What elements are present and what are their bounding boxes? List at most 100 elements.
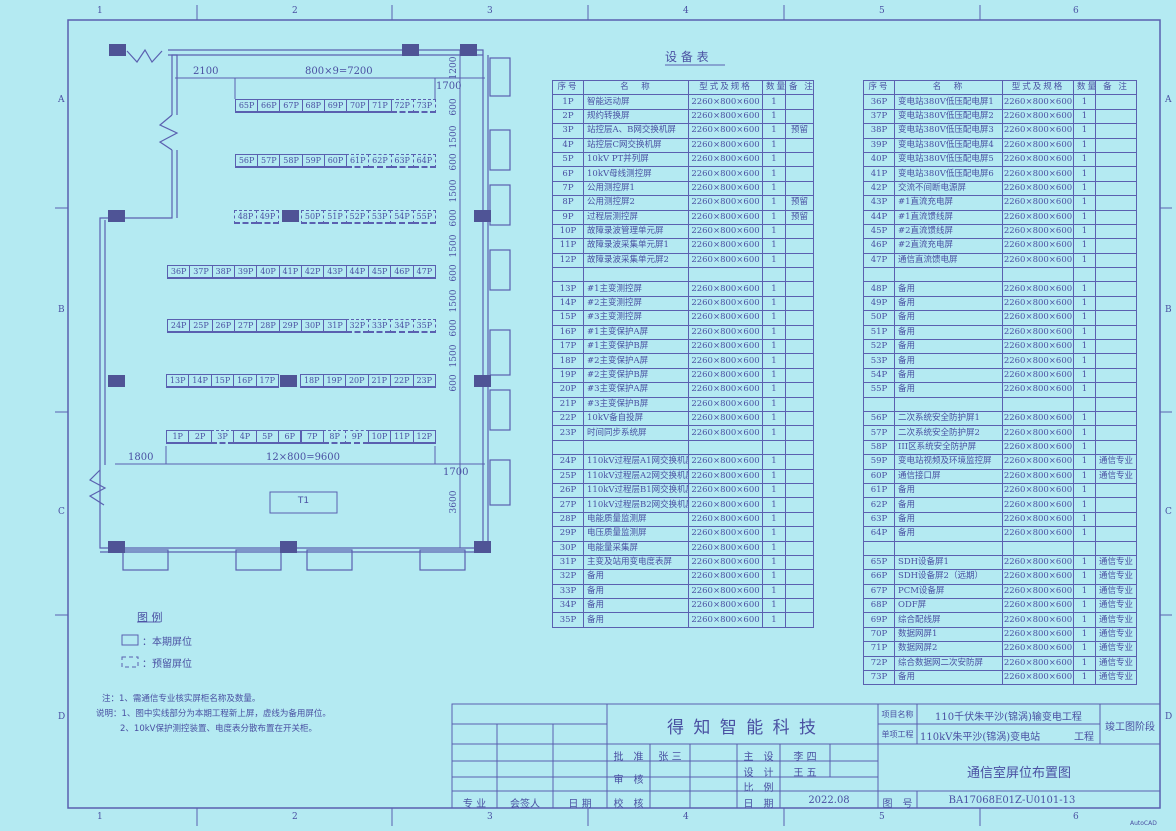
zone-label-left: D <box>58 712 66 722</box>
row-spec: 2260×800×600 <box>1002 209 1074 225</box>
row-note <box>785 238 814 254</box>
row-quantity: 1 <box>762 252 786 269</box>
dim-vertical: 1500 <box>449 344 459 367</box>
row-number: 37P <box>863 108 895 125</box>
row-number: 45P <box>863 223 895 240</box>
row-number: 14P <box>552 295 584 312</box>
cabinet-1p: 1P <box>166 430 190 444</box>
row-note <box>785 511 814 528</box>
row-quantity: 1 <box>762 540 786 556</box>
dim-bottom-span: 12×800=9600 <box>266 452 341 463</box>
cabinet-17p: 17P <box>255 374 279 388</box>
row-note <box>1095 123 1137 139</box>
row-name: 数据网屏2 <box>894 641 1003 657</box>
row-spec: 2260×800×600 <box>688 195 763 211</box>
row-note <box>785 339 814 355</box>
row-number: 24P <box>552 454 584 470</box>
row-number: 11P <box>552 238 584 254</box>
row-note <box>1095 482 1137 499</box>
row-quantity: 1 <box>762 482 786 499</box>
row-number: 41P <box>863 166 895 182</box>
row-quantity: 1 <box>1073 137 1096 153</box>
cabinet-31p: 31P <box>323 319 347 333</box>
cabinet-39p: 39P <box>234 265 258 279</box>
row-note <box>1095 166 1137 182</box>
review-label: 审 核 <box>613 775 644 786</box>
row-name: 电能质量监测屏 <box>583 511 689 528</box>
row-number: 10P <box>552 223 584 240</box>
cabinet-53p: 53P <box>368 210 392 224</box>
row-note <box>785 166 814 182</box>
cabinet-25p: 25P <box>189 319 213 333</box>
row-note <box>1095 425 1137 441</box>
row-number: 18P <box>552 353 584 369</box>
row-quantity: 1 <box>1073 166 1096 182</box>
cabinet-16p: 16P <box>233 374 257 388</box>
design-name: 王 五 <box>793 768 817 779</box>
row-quantity: 1 <box>762 511 786 528</box>
row-name: 综合配线屏 <box>894 612 1003 628</box>
row-spec: 2260×800×600 <box>688 94 763 110</box>
row-name: 站控层C网交换机屏 <box>583 137 689 153</box>
row-spec: 2260×800×600 <box>1002 367 1074 384</box>
row-note <box>1095 295 1137 312</box>
row-spec: 2260×800×600 <box>1002 454 1074 470</box>
cabinet-65p: 65P <box>235 99 259 113</box>
zone-label-right: A <box>1165 95 1172 105</box>
chief-name: 李 四 <box>793 752 817 763</box>
row-spec: 2260×800×600 <box>688 382 763 398</box>
row-number: 7P <box>552 180 584 197</box>
row-name: 10kV备自投屏 <box>583 410 689 427</box>
row-note: 通信专业 <box>1095 583 1137 600</box>
row-quantity: 1 <box>1073 670 1096 686</box>
row-number: 72P <box>863 655 895 672</box>
row-spec: 2260×800×600 <box>1002 310 1074 326</box>
row-note <box>785 497 814 513</box>
row-name: III区系统安全防护屏 <box>894 439 1003 456</box>
row-quantity: 1 <box>1073 295 1096 312</box>
row-spec: 2260×800×600 <box>688 425 763 441</box>
table-spacer-row <box>863 267 1137 283</box>
structural-column <box>474 375 491 387</box>
cabinet-69p: 69P <box>323 99 348 113</box>
row-number: 60P <box>863 468 895 484</box>
row-name: 二次系统安全防护屏1 <box>894 410 1003 427</box>
row-spec: 2260×800×600 <box>1002 598 1074 614</box>
row-number: 70P <box>863 626 895 643</box>
row-quantity: 1 <box>1073 281 1096 297</box>
row-quantity: 1 <box>1073 497 1096 513</box>
row-spec: 2260×800×600 <box>688 123 763 139</box>
row-quantity: 1 <box>762 94 786 110</box>
structural-column <box>108 541 125 553</box>
row-note <box>1095 324 1137 341</box>
row-quantity: 1 <box>762 569 786 585</box>
row-quantity: 1 <box>762 396 786 412</box>
zone-label-right: B <box>1165 305 1172 315</box>
row-number: 68P <box>863 598 895 614</box>
structural-column <box>108 210 125 222</box>
row-quantity: 1 <box>762 180 786 197</box>
row-spec: 2260×800×600 <box>688 108 763 125</box>
countersign-date: 日 期 <box>568 799 592 810</box>
row-name: #2主变测控屏 <box>583 295 689 312</box>
cabinet-10p: 10P <box>367 430 392 444</box>
cabinet-36p: 36P <box>167 265 191 279</box>
row-name: 过程层测控屏 <box>583 209 689 225</box>
row-name: 时间同步系统屏 <box>583 425 689 441</box>
cabinet-41p: 41P <box>278 265 302 279</box>
